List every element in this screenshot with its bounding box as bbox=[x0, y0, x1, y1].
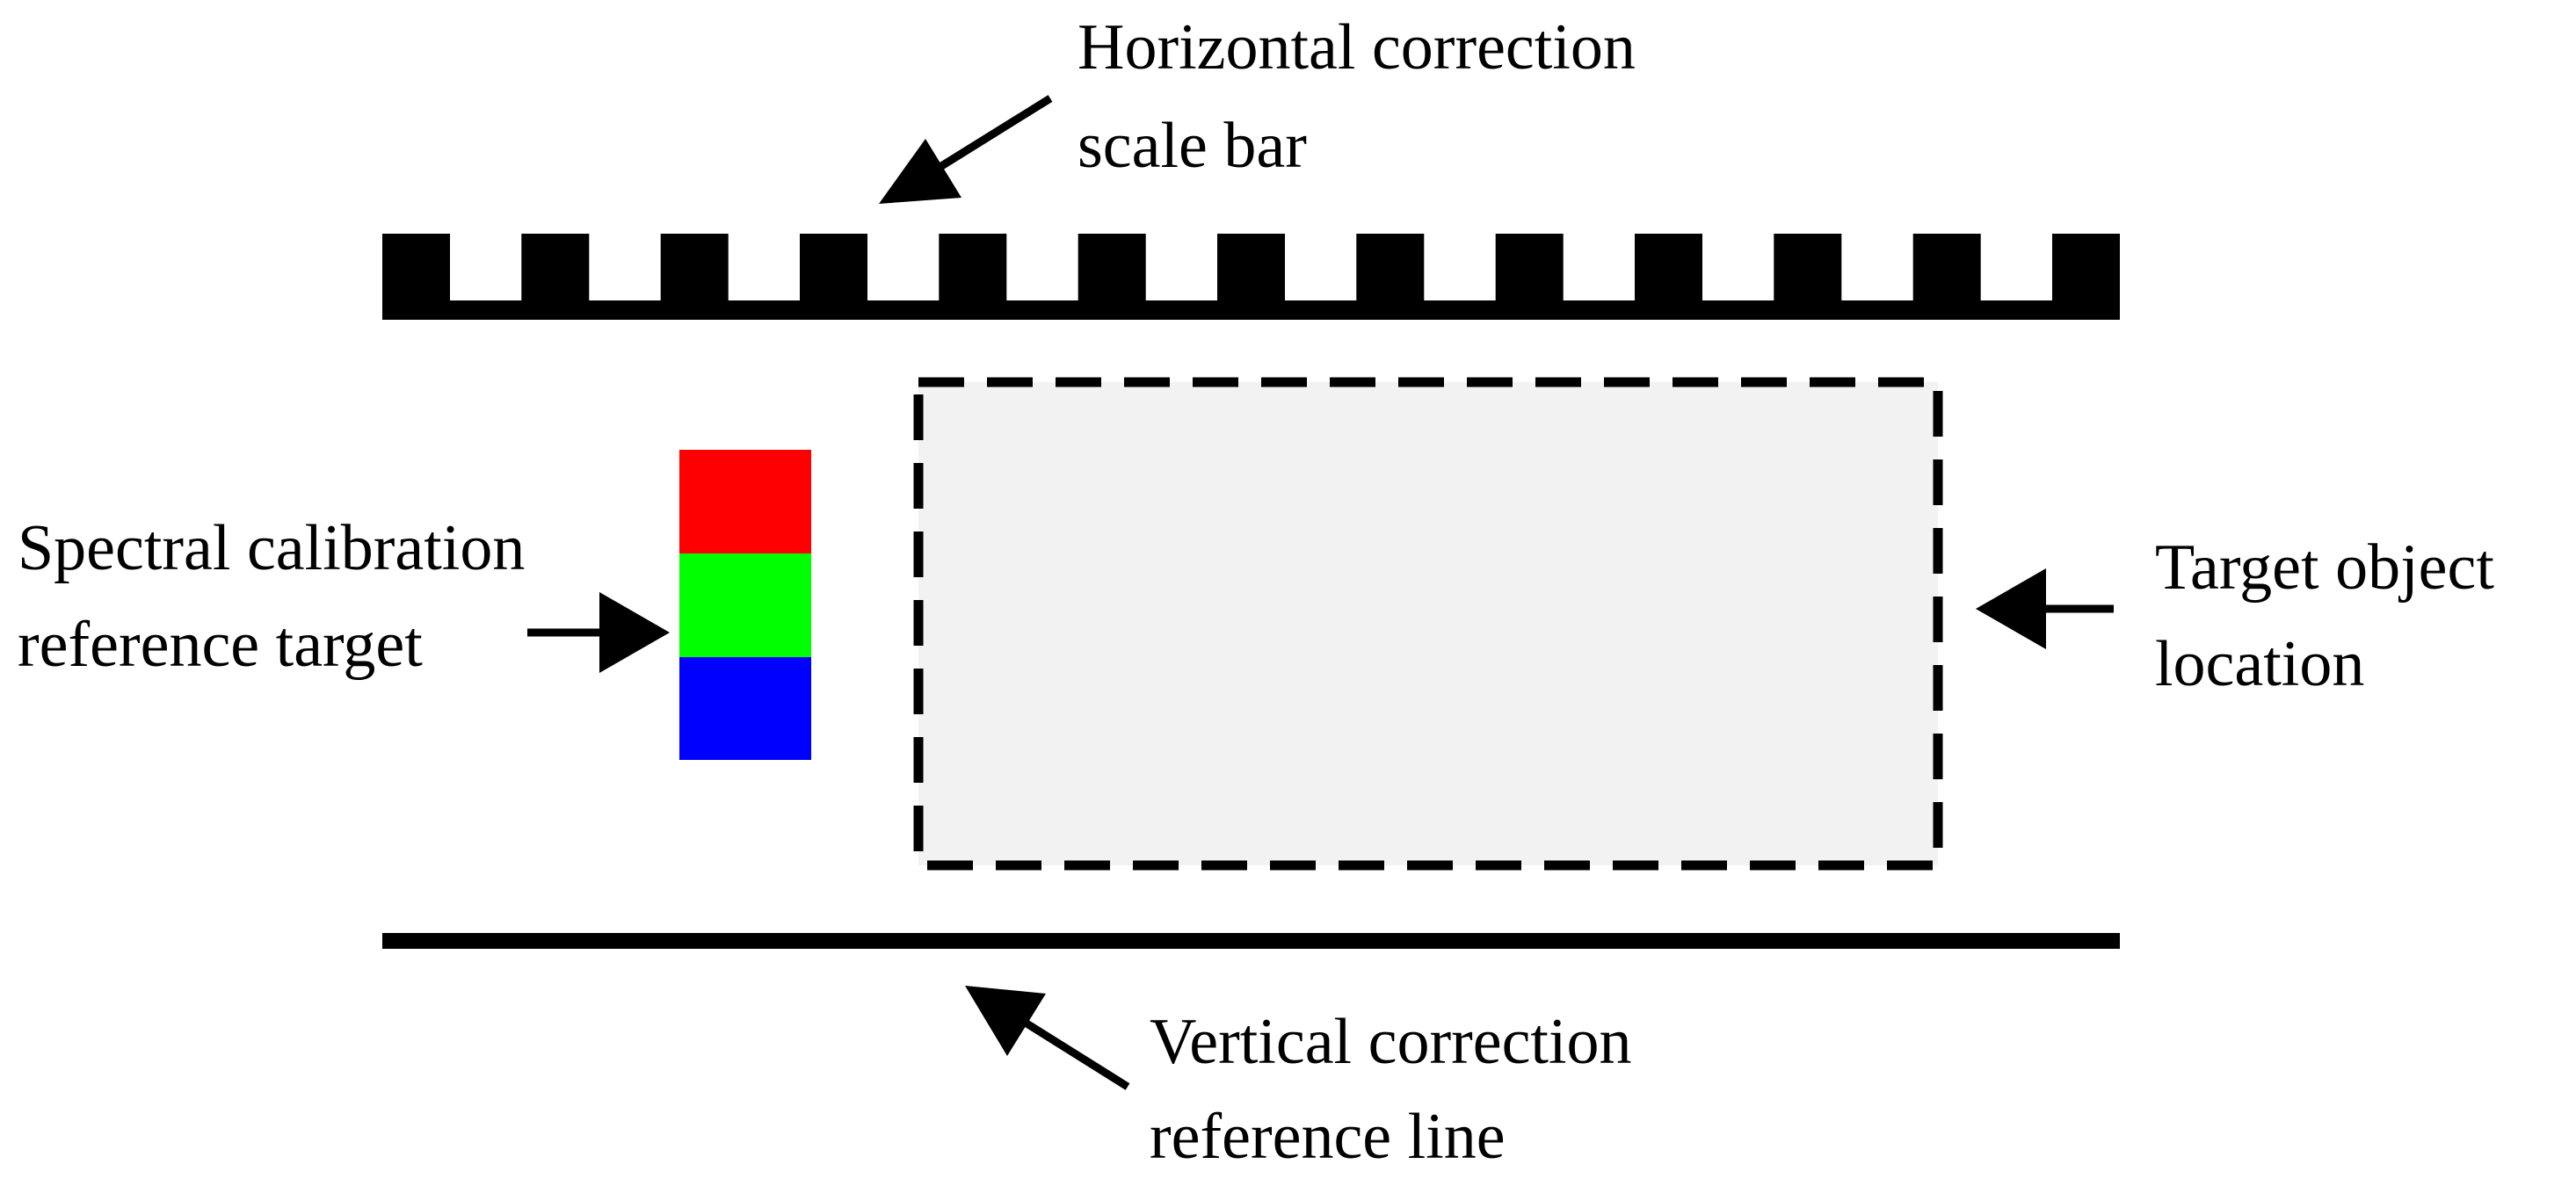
horizontal-bar-label-line-1: Horizontal correction bbox=[1078, 11, 1636, 83]
scale-bar-tick bbox=[1078, 234, 1146, 307]
spectral-swatch-green bbox=[679, 553, 811, 657]
target-object-label-line-1: Target object bbox=[2155, 532, 2494, 604]
scale-bar-tick bbox=[1774, 234, 1842, 307]
arrow-target-object bbox=[1976, 568, 2114, 649]
scale-bar-tick bbox=[521, 234, 590, 307]
vertical-line-label-line-2: reference line bbox=[1150, 1101, 1506, 1173]
target-object-label-line-2: location bbox=[2155, 628, 2364, 700]
arrow-horizontal-bar bbox=[879, 95, 1053, 204]
vertical-line-label-line-1: Vertical correction bbox=[1150, 1006, 1632, 1078]
spectral-target-label-line-2: reference target bbox=[18, 609, 423, 681]
scale-bar-tick bbox=[939, 234, 1007, 307]
spectral-calibration-target bbox=[679, 450, 811, 760]
scale-bar-tick bbox=[1912, 234, 1981, 307]
scale-bar-tick bbox=[1356, 234, 1425, 307]
arrow-vertical-line bbox=[965, 986, 1130, 1090]
vertical-correction-reference-line bbox=[382, 933, 2120, 949]
scale-bar-tick bbox=[1217, 234, 1285, 307]
scale-bar-tick bbox=[1635, 234, 1702, 307]
scale-bar-ticks bbox=[382, 234, 2120, 307]
spectral-swatch-red bbox=[679, 450, 811, 553]
scale-bar-tick bbox=[1495, 234, 1564, 307]
spectral-target-label-line-1: Spectral calibration bbox=[18, 512, 525, 584]
scale-bar-tick bbox=[2052, 234, 2120, 307]
scale-bar-tick bbox=[660, 234, 729, 307]
spectral-swatch-blue bbox=[679, 657, 811, 760]
scale-bar-tick bbox=[382, 234, 450, 307]
target-object-box bbox=[913, 377, 1943, 871]
scale-bar-tick bbox=[800, 234, 867, 307]
arrow-spectral-target bbox=[527, 592, 670, 673]
horizontal-correction-scale-bar bbox=[382, 234, 2120, 320]
horizontal-bar-label-line-2: scale bar bbox=[1078, 110, 1307, 182]
